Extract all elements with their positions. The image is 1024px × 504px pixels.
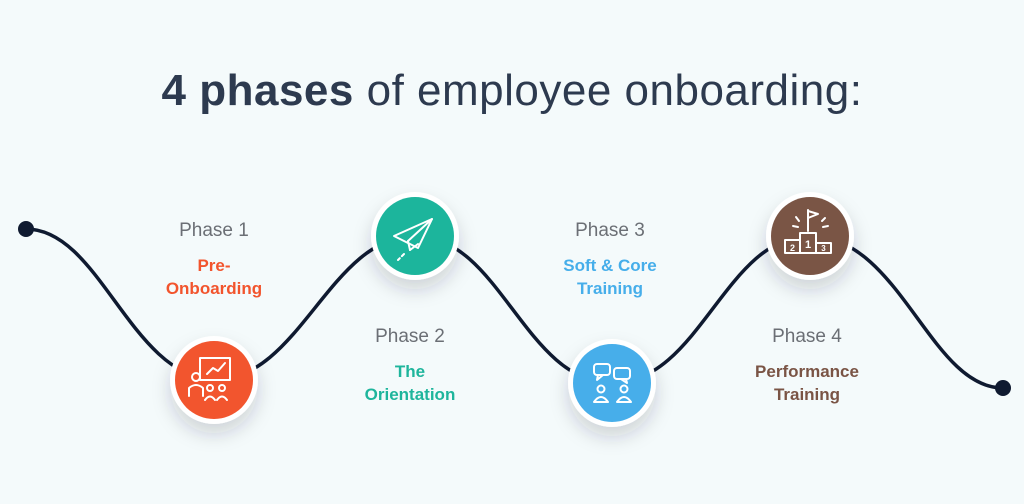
phase-1-name: Pre- Onboarding xyxy=(124,254,304,300)
phase-3-name-line1: Soft & Core xyxy=(563,256,657,275)
title-rest: of employee onboarding: xyxy=(366,66,863,115)
podium-number-second: 2 xyxy=(790,243,795,253)
phase-2-name-line2: Orientation xyxy=(364,385,456,404)
phase-4-name: Performance Training xyxy=(717,360,897,406)
phase-2-label: Phase 2 xyxy=(375,326,445,347)
phase-3-circle xyxy=(568,339,656,427)
podium-number-first: 1 xyxy=(805,239,811,251)
podium-icon xyxy=(784,209,832,254)
timeline-end-dot xyxy=(995,380,1011,396)
title-bold: 4 phases xyxy=(161,66,354,115)
page-title: 4 phases of employee onboarding: xyxy=(0,66,1024,116)
chat-people-icon xyxy=(593,363,632,403)
phase-3-name: Soft & Core Training xyxy=(520,254,700,300)
presentation-icon xyxy=(188,357,231,401)
phase-2-circle xyxy=(371,192,459,280)
phase-2-name: The Orientation xyxy=(320,360,500,406)
phase-2-name-line1: The xyxy=(394,362,426,381)
phase-1-label: Phase 1 xyxy=(179,220,249,241)
phase-3-label: Phase 3 xyxy=(575,220,645,241)
phase-1-name-line1: Pre- xyxy=(197,256,231,275)
phase-4-name-line2: Training xyxy=(773,385,841,404)
phase-4-label: Phase 4 xyxy=(772,326,842,347)
phase-4-circle xyxy=(766,192,854,280)
phase-1-name-line2: Onboarding xyxy=(165,279,263,298)
phase-4-name-line1: Performance xyxy=(755,362,859,381)
paper-plane-icon xyxy=(393,218,433,261)
timeline-start-dot xyxy=(18,221,34,237)
phase-3-name-line2: Training xyxy=(576,279,644,298)
podium-number-third: 3 xyxy=(821,244,826,253)
